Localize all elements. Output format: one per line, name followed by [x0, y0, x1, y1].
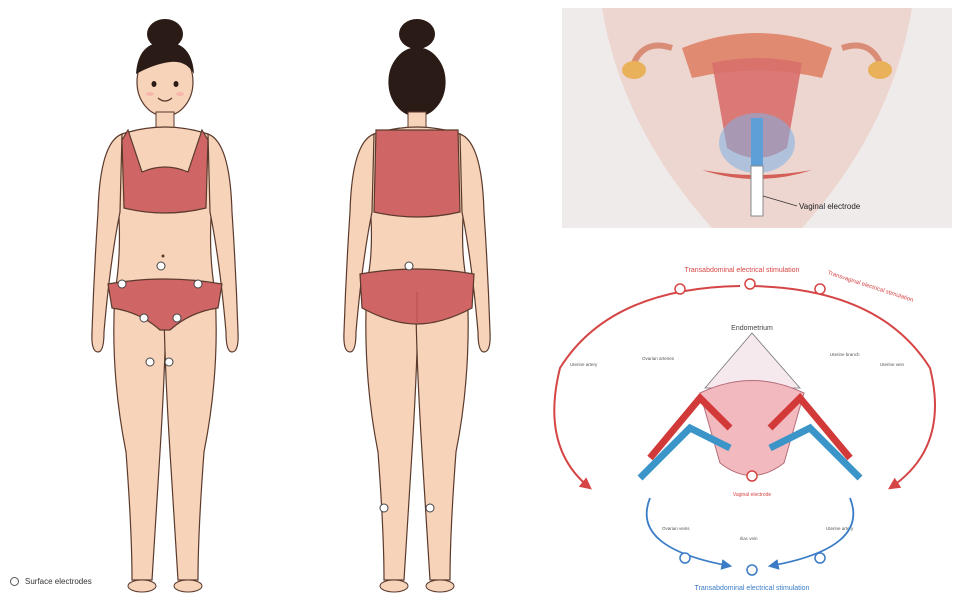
- neck: [408, 112, 426, 128]
- electrode-marker: [815, 553, 825, 563]
- surface-electrode: [405, 262, 413, 270]
- pelvis-outline: [705, 333, 800, 388]
- small-label: Uterine vein: [880, 362, 905, 367]
- circle-outline-icon: [10, 577, 19, 586]
- vaginal-electrode-diagram-label: Vaginal electrode: [733, 492, 771, 498]
- legend: Surface electrodes: [10, 577, 92, 586]
- right-cheek: [176, 92, 184, 96]
- back-body-figure: [322, 12, 512, 602]
- top-pathway-label: Transabdominal electrical stimulation: [685, 267, 800, 274]
- neck: [156, 112, 174, 128]
- small-label: Ovarian arteries: [642, 356, 675, 361]
- bottom-pathway-label: Transabdominal electrical stimulation: [695, 585, 810, 592]
- surface-electrode: [173, 314, 181, 322]
- small-label: Ovarian veins: [662, 526, 690, 531]
- electrode-marker: [675, 284, 685, 294]
- surface-electrode: [157, 262, 165, 270]
- right-ovary: [868, 61, 892, 79]
- vaginal-electrode-label: Vaginal electrode: [799, 202, 861, 211]
- navel: [162, 255, 165, 258]
- surface-electrode: [426, 504, 434, 512]
- pelvic-anatomy-illustration: Vaginal electrode: [562, 8, 952, 228]
- stimulation-pathway-diagram: Transabdominal electrical stimulation Tr…: [530, 248, 954, 603]
- right-foot: [426, 580, 454, 592]
- left-foot: [128, 580, 156, 592]
- right-foot: [174, 580, 202, 592]
- uterus-shape: [700, 381, 804, 476]
- right-blue-arrow: [770, 498, 853, 566]
- surface-electrode: [380, 504, 388, 512]
- surface-electrode: [165, 358, 173, 366]
- vaginal-canal: [751, 118, 763, 168]
- surface-electrode: [194, 280, 202, 288]
- legend-label: Surface electrodes: [25, 577, 92, 586]
- front-body-figure: [70, 12, 260, 602]
- sports-bra-back: [374, 130, 460, 217]
- left-foot: [380, 580, 408, 592]
- right-leg: [416, 282, 468, 580]
- left-cheek: [146, 92, 154, 96]
- left-leg: [114, 292, 166, 580]
- small-label: Uterine branch: [830, 352, 860, 357]
- vaginal-electrode: [751, 166, 763, 216]
- electrode-marker: [747, 565, 757, 575]
- electrode-marker: [680, 553, 690, 563]
- center-label: Endometrium: [731, 325, 773, 332]
- vaginal-electrode-marker: [747, 471, 757, 481]
- right-eye: [174, 81, 179, 87]
- back-of-head: [389, 48, 445, 116]
- left-leg: [366, 282, 418, 580]
- left-eye: [152, 81, 157, 87]
- electrode-marker: [815, 284, 825, 294]
- small-label: Uterine artery: [570, 362, 598, 367]
- hair-bun: [399, 19, 435, 49]
- left-ovary: [622, 61, 646, 79]
- surface-electrode: [140, 314, 148, 322]
- surface-electrode: [118, 280, 126, 288]
- right-leg: [164, 292, 216, 580]
- electrode-marker: [745, 279, 755, 289]
- small-label: Iliac vein: [740, 536, 758, 541]
- surface-electrode: [146, 358, 154, 366]
